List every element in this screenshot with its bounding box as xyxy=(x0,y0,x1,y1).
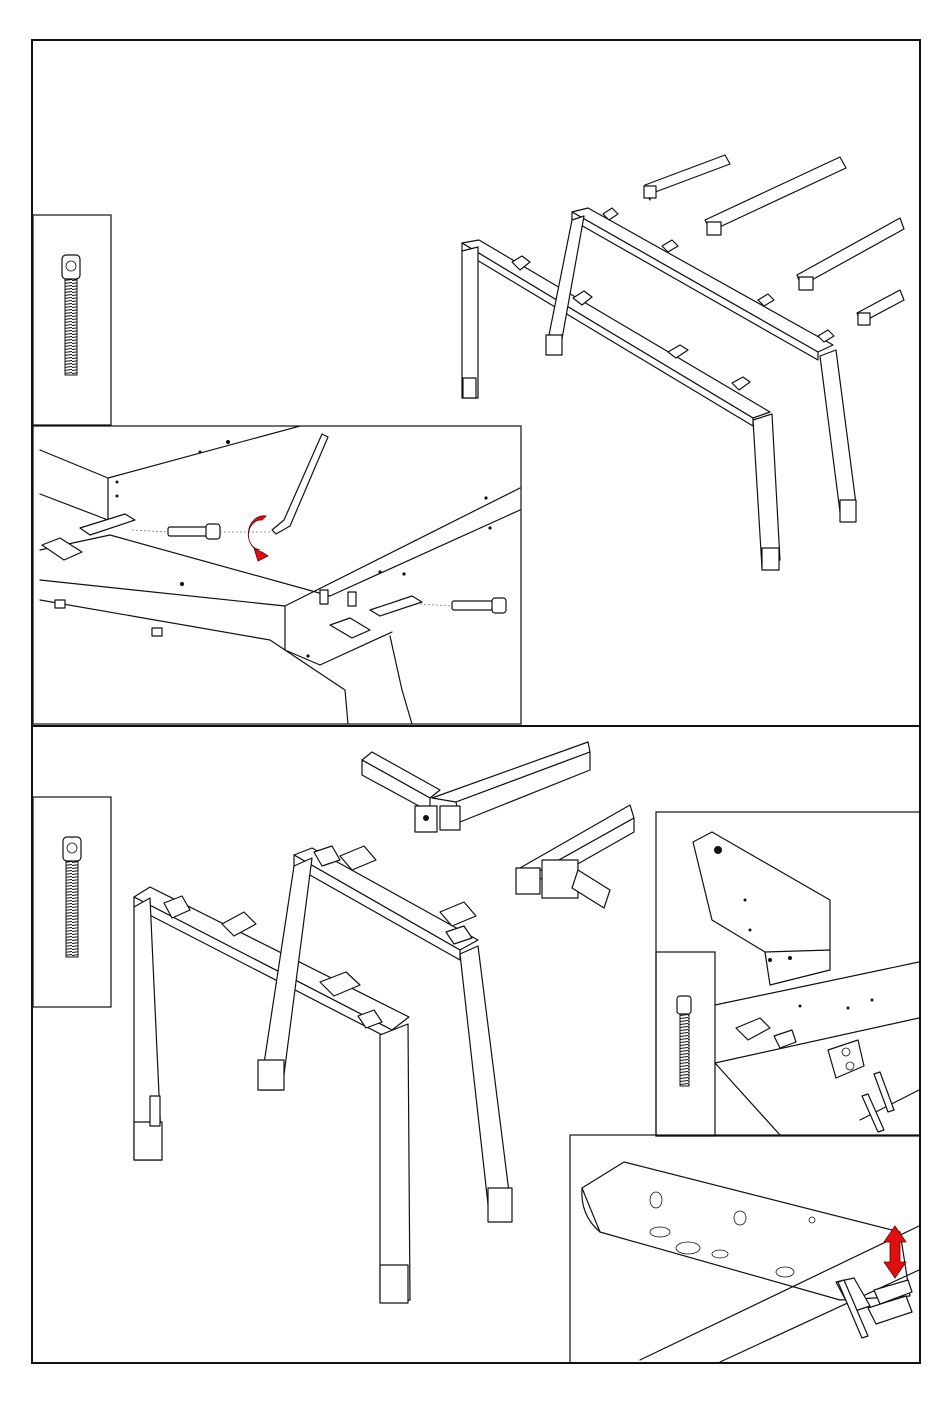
socket-cap-screw-icon xyxy=(452,598,506,613)
rotate-clockwise-icon xyxy=(248,516,268,561)
beam-icon xyxy=(857,290,904,325)
step-b-screw-callout xyxy=(33,797,111,1007)
step-b-detail-height xyxy=(570,1135,920,1363)
step-b-screw-callout-small xyxy=(656,952,715,1136)
step-b-detail-bracket xyxy=(656,812,920,1136)
socket-cap-screw-icon xyxy=(677,996,691,1086)
socket-cap-screw-icon xyxy=(168,524,220,539)
beam-icon xyxy=(516,805,634,908)
leg-frame-rear xyxy=(546,208,856,522)
beam-icon xyxy=(705,157,846,235)
socket-cap-screw-icon xyxy=(862,1072,894,1132)
socket-cap-screw-icon xyxy=(63,837,81,957)
beam-icon xyxy=(362,742,590,832)
socket-cap-screw-icon xyxy=(62,255,80,375)
hex-key-icon xyxy=(220,434,328,534)
step-a-panel xyxy=(32,40,920,726)
step-b-panel xyxy=(32,726,920,1363)
leg-frame-front xyxy=(134,887,410,1303)
beam-icon xyxy=(644,155,730,200)
beam-icon xyxy=(797,218,904,290)
step-a-screw-callout xyxy=(33,215,111,425)
step-a-detail xyxy=(33,426,521,724)
beam-parts xyxy=(362,742,634,908)
